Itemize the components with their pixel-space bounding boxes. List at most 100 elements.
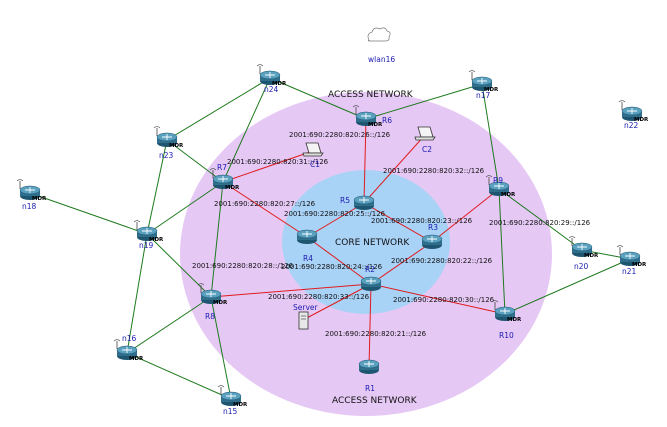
- antenna-wave-icon: [209, 168, 217, 171]
- mdr-badge: MDR: [484, 87, 499, 93]
- node-r9[interactable]: MDR R9: [485, 175, 516, 199]
- router-arrows-icon: [265, 72, 275, 78]
- router-arrows-icon: [366, 278, 376, 284]
- link-n24-n23[interactable]: [166, 77, 271, 141]
- node-r1[interactable]: R1: [358, 359, 380, 393]
- router-arrows-icon: [359, 197, 369, 203]
- wlan-cloud-icon[interactable]: [367, 27, 391, 42]
- link-r7-n19[interactable]: [146, 181, 224, 235]
- link-n19-r8[interactable]: [146, 233, 212, 298]
- subnet-label: 2001:690:2280:820:23::/126: [371, 217, 473, 225]
- access-network-label-bottom: ACCESS NETWORK: [332, 396, 418, 406]
- router-arrows-icon: [625, 253, 635, 259]
- link-n16-n15[interactable]: [126, 352, 232, 400]
- subnet-label: 2001:690:2280:820:31::/126: [227, 158, 329, 166]
- link-n17-r9[interactable]: [481, 83, 500, 190]
- subnet-label: 2001:690:2280:820:29::/126: [489, 219, 591, 227]
- link-r7-r4[interactable]: [222, 181, 308, 238]
- link-r7-c1[interactable]: [222, 150, 314, 183]
- link-r5-r3[interactable]: [363, 202, 433, 243]
- mdr-badge: MDR: [368, 122, 383, 128]
- node-r4[interactable]: R4: [296, 229, 318, 263]
- core-network-zone: [282, 170, 450, 314]
- link-r2-r1[interactable]: [368, 283, 372, 368]
- node-label: R1: [365, 384, 375, 393]
- subnet-label: 2001:690:2280:820:33::/126: [268, 293, 370, 301]
- node-r5[interactable]: R5: [340, 195, 375, 210]
- antenna-wave-icon: [491, 300, 499, 303]
- link-r9-n20[interactable]: [498, 188, 583, 251]
- link-r5-r4[interactable]: [306, 202, 365, 238]
- link-r2-r10[interactable]: [370, 283, 506, 315]
- node-label: R9: [493, 176, 503, 185]
- mdr-badge: MDR: [233, 402, 248, 408]
- node-label: n24: [264, 85, 279, 94]
- node-r2[interactable]: R2: [360, 265, 382, 291]
- link-r5-r6[interactable]: [363, 118, 367, 204]
- link-r9-r10[interactable]: [498, 188, 506, 315]
- node-c2[interactable]: C2: [414, 126, 436, 154]
- antenna-wave-icon: [133, 220, 141, 223]
- mdr-badge: MDR: [213, 300, 228, 306]
- mdr-badge: MDR: [225, 185, 240, 191]
- node-server[interactable]: Server: [293, 303, 319, 330]
- link-n19-n16[interactable]: [126, 233, 148, 354]
- node-label: n19: [139, 241, 154, 250]
- router-arrows-icon: [142, 228, 152, 234]
- node-label: n18: [22, 202, 37, 211]
- node-label: R3: [428, 223, 438, 232]
- router-arrows-icon: [122, 347, 132, 353]
- link-n24-r7[interactable]: [222, 77, 271, 183]
- link-r2-r8[interactable]: [210, 283, 372, 298]
- router-arrows-icon: [477, 78, 487, 84]
- router-arrows-icon: [494, 183, 504, 189]
- link-r6-n17[interactable]: [365, 83, 483, 120]
- link-r3-r9[interactable]: [431, 188, 500, 243]
- router-arrows-icon: [627, 108, 637, 114]
- mdr-badge: MDR: [32, 196, 47, 202]
- link-r10-n21[interactable]: [504, 258, 631, 315]
- link-r4-r2[interactable]: [306, 236, 372, 285]
- router-arrows-icon: [302, 231, 312, 237]
- link-r7-r8[interactable]: [210, 181, 224, 298]
- node-label: R5: [340, 196, 350, 205]
- link-n23-n19[interactable]: [146, 139, 168, 235]
- antenna-wave-icon: [217, 385, 225, 388]
- link-r3-r2[interactable]: [370, 241, 433, 285]
- node-r3[interactable]: R3: [421, 223, 443, 249]
- subnet-label: 2001:690:2280:820:22::/126: [391, 257, 493, 265]
- link-r2-server[interactable]: [302, 283, 372, 321]
- subnet-labels-layer: 2001:690:2280:820:26::/1262001:690:2280:…: [192, 131, 591, 338]
- wlan-label: wlan16: [368, 55, 395, 64]
- node-label: R10: [499, 331, 514, 340]
- link-r8-n15[interactable]: [210, 296, 232, 400]
- mdr-badge: MDR: [501, 192, 516, 198]
- node-c1[interactable]: C1: [302, 142, 324, 169]
- link-n23-r7[interactable]: [166, 139, 224, 183]
- router-arrows-icon: [427, 236, 437, 242]
- node-label: R6: [382, 116, 392, 125]
- subnet-label: 2001:690:2280:820:21::/126: [325, 330, 427, 338]
- link-n24-r6[interactable]: [269, 77, 367, 120]
- link-r5-c2[interactable]: [363, 134, 426, 204]
- antenna-wave-icon: [256, 64, 264, 67]
- router-arrows-icon: [218, 176, 228, 182]
- link-n18-n19[interactable]: [29, 192, 148, 235]
- node-label: n21: [622, 267, 637, 276]
- link-r8-n16[interactable]: [126, 296, 212, 354]
